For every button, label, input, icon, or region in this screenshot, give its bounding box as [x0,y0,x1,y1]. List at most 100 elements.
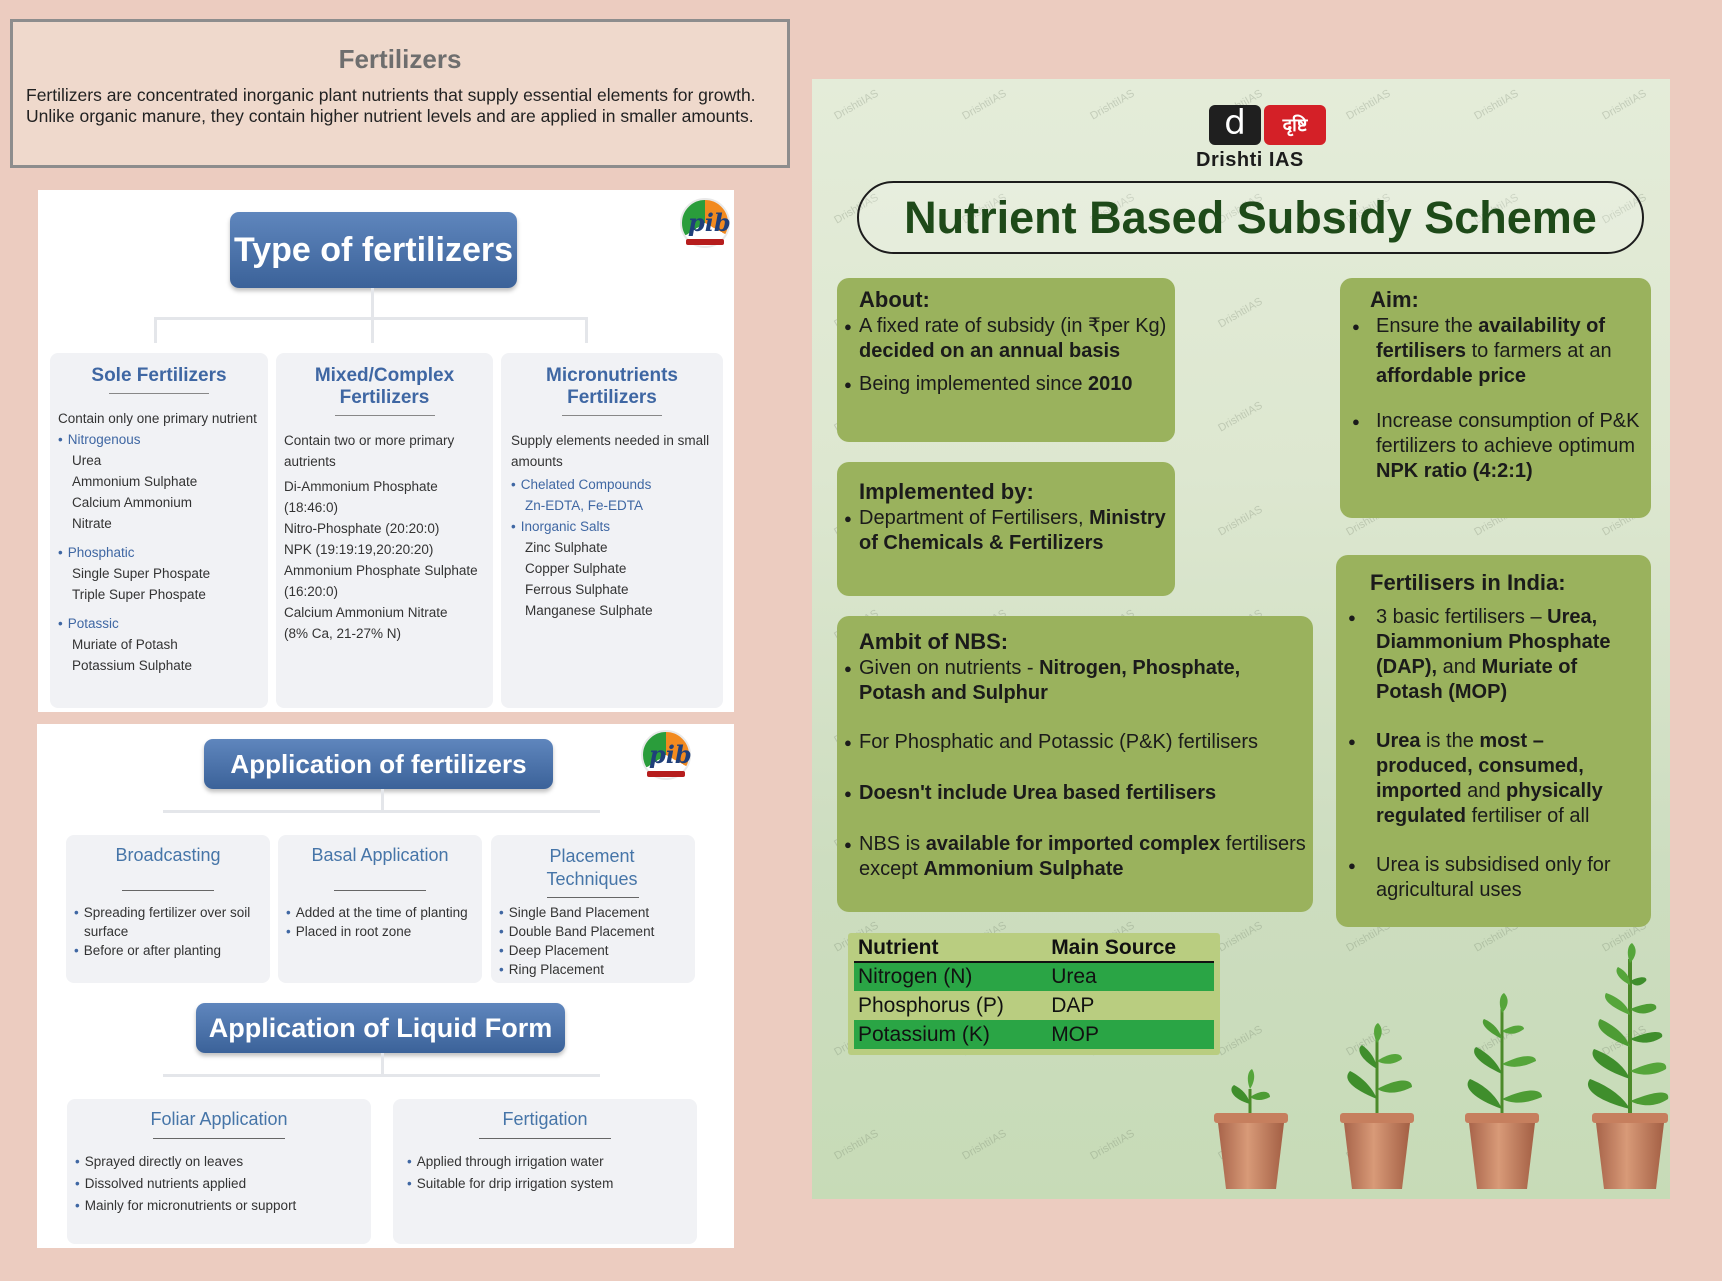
card-text-bold: Muriate of Potash (MOP) [1376,656,1578,703]
potted-plants-illustration [1214,943,1669,1189]
list-item: Muriate of Potash [72,637,178,652]
card-text: A fixed rate of subsidy (in ₹per Kg) [859,315,1167,337]
table-header: Nutrient [854,935,1048,963]
tree-line [154,317,157,343]
card-text: Department of Fertilisers, [859,507,1090,529]
card-text-bold: Doesn't include Urea based fertilisers [859,782,1217,804]
tree-line [371,288,374,318]
list-item: Nitro-Phosphate (20:20:0) [284,521,440,536]
list-item: Mainly for micronutrients or support [85,1195,371,1217]
watermark-text: DrishtiIAS [1216,503,1265,539]
foliar-application-card: Foliar Application Sprayed directly on l… [67,1099,371,1244]
card-text: For Phosphatic and Potassic (P&K) fertil… [859,731,1259,753]
list-item: Nitrate [72,516,112,531]
plant-growing-icon [1465,993,1542,1189]
types-panel: pib Type of fertilizers Sole Fertilizers… [38,190,734,712]
application-panel: pib Application of fertilizers Broadcast… [37,724,734,1248]
card-text-bold: Ammonium Sulphate [923,858,1124,880]
list-item: Calcium Ammonium Nitrate [284,605,448,620]
list-item: NPK (19:19:19,20:20:20) [284,542,434,557]
broadcasting-card: Broadcasting Spreading fertilizer over s… [66,835,270,983]
table-cell: DAP [1051,993,1095,1017]
definition-title: Fertilizers [338,44,462,74]
card-heading: Aim: [1370,287,1419,312]
category-phosphatic: Phosphatic [58,542,268,563]
card-text-bold: available for imported complex [925,833,1221,855]
card-heading: Fertilisers in India: [1370,570,1566,595]
card-text: Given on nutrients - [859,657,1040,679]
list-item: Manganese Sulphate [525,603,653,618]
logo-d-icon: d [1209,105,1261,145]
watermark-text: DrishtiIAS [1088,87,1137,123]
table-cell: Potassium (K) [854,1020,1048,1049]
implemented-by-card: Implemented by: Department of Fertiliser… [837,462,1175,596]
table-cell: MOP [1047,1020,1214,1049]
card-text-bold: Urea, Diammonium Phosphate (DAP), [1376,606,1611,678]
plant-young-icon [1340,1023,1414,1189]
column-intro: amounts [511,454,563,469]
list-item: Deep Placement [509,941,695,960]
table-row: Phosphorus (P) DAP [854,991,1214,1020]
watermark-text: DrishtiIAS [1216,295,1265,331]
card-text-bold: NPK ratio (4:2:1) [1376,460,1533,482]
fertigation-card: Fertigation Applied through irrigation w… [393,1099,697,1244]
list-item: Urea [72,453,102,468]
basal-application-card: Basal Application Added at the time of p… [278,835,482,983]
method-title: Foliar Application [150,1109,288,1129]
tree-line [163,810,600,813]
table-row: Potassium (K) MOP [854,1020,1214,1049]
placement-techniques-card: Placement Techniques Single Band Placeme… [491,835,695,983]
list-item: Di-Ammonium Phosphate (18:46:0) [284,479,438,515]
table-cell: Phosphorus (P) [858,993,1004,1017]
watermark-text: DrishtiIAS [1472,87,1521,123]
card-text-bold: Urea [1376,730,1421,752]
tree-line [381,1053,384,1075]
card-text: Ensure the [1376,315,1479,337]
list-item: Triple Super Phospate [72,587,206,602]
watermark-text: DrishtiIAS [832,1127,881,1163]
list-item: Added at the time of planting [296,903,482,922]
plant-mature-icon [1587,943,1669,1189]
table-row: Nitrogen (N) Urea [854,962,1214,991]
card-text-bold: physically regulated [1376,780,1603,827]
about-card: About: A fixed rate of subsidy (in ₹per … [837,278,1175,442]
method-title: Broadcasting [115,845,221,865]
card-text: fertilisers [1220,833,1306,855]
card-text-bold: Nitrogen, Phosphate, Potash and Sulphur [859,657,1241,704]
list-item: Potassium Sulphate [72,658,193,673]
list-item: Placed in root zone [296,922,482,941]
card-text: Being implemented since [859,373,1089,395]
category-chelated: Chelated Compounds [511,474,723,495]
types-title: Type of fertilizers [230,212,517,288]
list-item: (16:20:0) [284,584,339,599]
logo-hindi-icon: दृष्टि [1264,105,1326,145]
list-item: Zn-EDTA, Fe-EDTA [525,498,644,513]
card-text-bold: most – produced, consumed, imported [1376,730,1584,802]
card-text: is the [1420,730,1480,752]
micronutrient-fertilizers-column: Micronutrients Fertilizers Supply elemen… [501,353,723,708]
column-intro: autrients [284,454,336,469]
table-header: Main Source [1047,935,1214,963]
tree-line [585,317,588,343]
card-text: 3 basic fertilisers – [1376,606,1548,628]
list-item: Copper Sulphate [525,561,627,576]
definition-text: Fertilizers are concentrated inorganic p… [26,85,756,126]
card-text-bold: affordable price [1376,365,1527,387]
list-item: Double Band Placement [509,922,695,941]
nbs-poster: DrishtiIAS DrishtiIAS DrishtiIAS DrishtiIAS… [812,79,1670,1199]
liquid-form-title: Application of Liquid Form [196,1003,565,1053]
category-nitrogenous: Nitrogenous [58,429,268,450]
card-text: fertiliser of all [1466,805,1590,827]
card-text-bold: decided on an annual basis [859,340,1121,362]
pib-logo: pib [641,730,692,792]
list-item: Spreading fertilizer over soil surface [84,903,270,941]
column-title: Sole Fertilizers [91,365,227,386]
fertilisers-in-india-card: Fertilisers in India: 3 basic fertiliser… [1336,555,1651,927]
card-text: and [1437,656,1482,678]
ambit-card: Ambit of NBS: Given on nutrients - Nitro… [837,616,1313,912]
watermark-text: DrishtiIAS [1216,399,1265,435]
card-text: NBS is [859,833,926,855]
card-heading: Ambit of NBS: [859,629,1009,654]
table-cell: Nitrogen (N) [854,962,1048,991]
card-heading: Implemented by: [859,479,1034,504]
